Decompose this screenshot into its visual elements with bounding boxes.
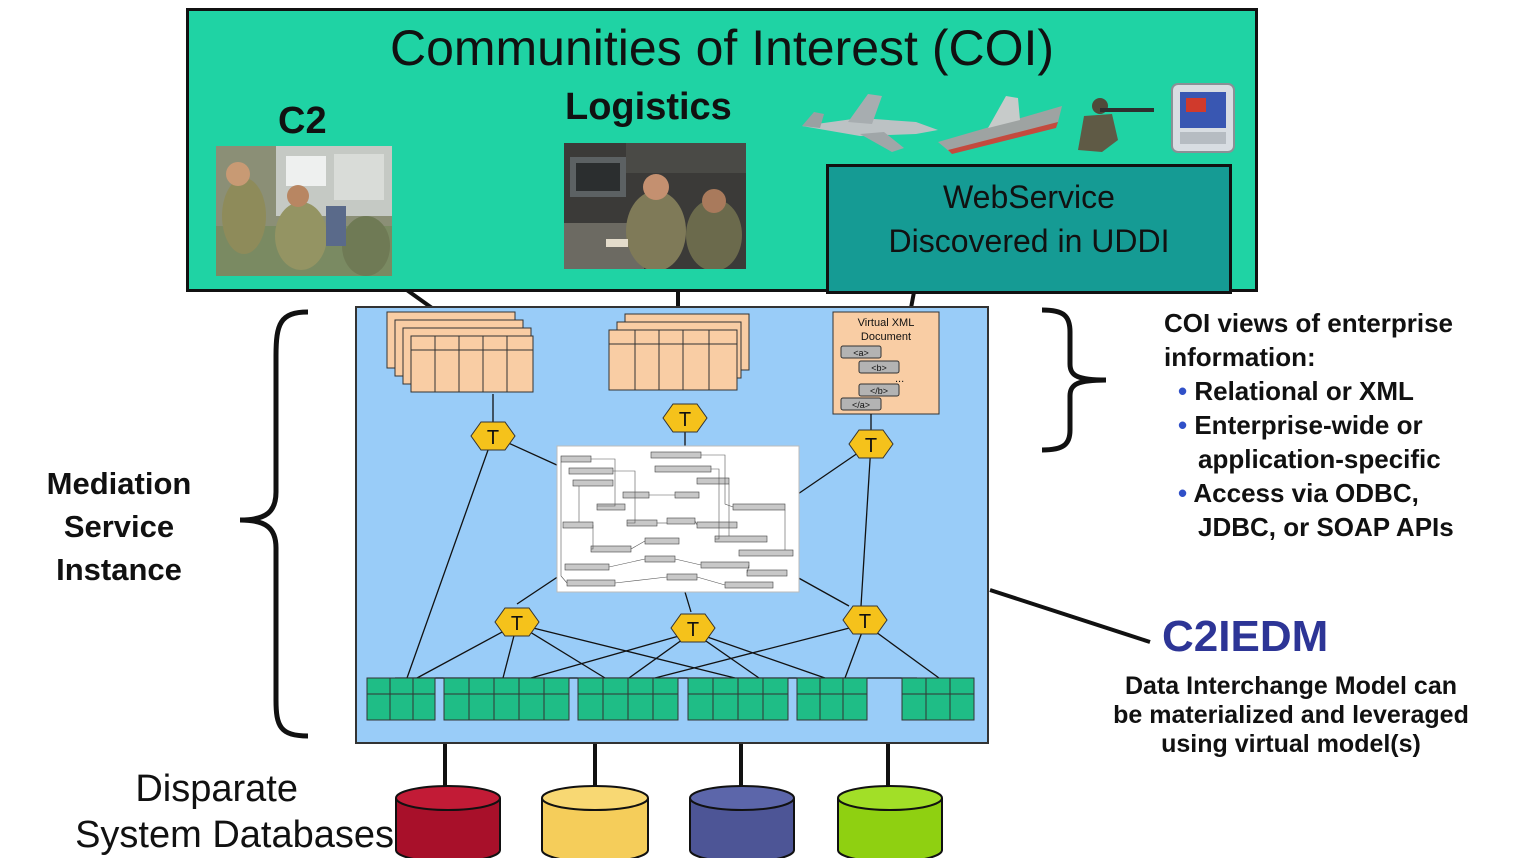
coi-views-bullet-1: • Relational or XML	[1178, 376, 1414, 406]
xml-ellipsis: ...	[895, 373, 904, 385]
database-icon-red	[395, 785, 501, 858]
transform-hexagon-1: T	[470, 421, 516, 451]
asset-images	[802, 83, 1235, 154]
views-brace-icon	[1041, 307, 1107, 453]
mediation-label-line-3: Instance	[56, 552, 182, 587]
c2iedm-desc-line-2: be materialized and leveraged	[1113, 701, 1469, 729]
c2iedm-pointer-line	[989, 588, 1151, 644]
mediation-brace-icon	[239, 309, 309, 739]
svg-text:T: T	[865, 435, 877, 457]
mediation-label-line-2: Service	[63, 509, 175, 544]
mediation-label-line-1: Mediation	[46, 466, 192, 501]
database-icon-yellow	[541, 785, 649, 858]
xml-title-line-1: Virtual XML	[858, 317, 915, 329]
webservice-link-line	[909, 291, 916, 309]
database-cylinders	[395, 785, 943, 858]
database-icon-green	[837, 785, 943, 858]
c2-label: C2	[278, 100, 327, 142]
svg-text:T: T	[679, 409, 691, 431]
databases-label-line-1: Disparate	[135, 768, 298, 810]
relational-view-tables-middle	[608, 313, 750, 391]
c2iedm-description: Data Interchange Model can be materializ…	[1064, 672, 1518, 759]
transform-hexagon-5: T	[670, 613, 716, 643]
xml-title-line-2: Document	[861, 331, 911, 343]
databases-label-line-2: System Databases	[75, 814, 394, 856]
relational-view-tables-left	[386, 311, 534, 393]
bullet-icon: •	[1178, 410, 1188, 440]
db-table-5	[796, 677, 868, 721]
virtual-xml-document: Virtual XML Document <a> <b> ... </b> </…	[832, 311, 940, 415]
db-table-2	[443, 677, 570, 721]
coi-views-bullet-3-cont: JDBC, or SOAP APIs	[1198, 512, 1454, 542]
c2iedm-desc-line-1: Data Interchange Model can	[1124, 672, 1458, 700]
xml-tag-b-open: <b>	[871, 363, 887, 373]
db-table-3	[577, 677, 679, 721]
soldier-icon	[1078, 98, 1154, 152]
logistics-label: Logistics	[565, 86, 732, 128]
fighter-jet-icon	[802, 94, 938, 152]
webservice-line-2: Discovered in UDDI	[888, 223, 1170, 259]
xml-tag-b-close: </b>	[870, 386, 888, 396]
coi-views-bullet-3: • Access via ODBC,	[1178, 478, 1419, 508]
c2iedm-desc-line-3: using virtual model(s)	[1161, 730, 1421, 758]
databases-label: Disparate System Databases	[4, 766, 394, 858]
bullet-icon: •	[1178, 478, 1188, 508]
webservice-line-1: WebService	[943, 179, 1115, 215]
coi-views-description: COI views of enterprise information: • R…	[1132, 306, 1524, 544]
svg-text:T: T	[859, 611, 871, 633]
coi-views-title: COI views of enterprise information:	[1164, 308, 1453, 372]
c2iedm-model-diagram	[556, 445, 800, 593]
webservice-box: WebService Discovered in UDDI	[826, 164, 1232, 294]
transform-hexagon-4: T	[494, 607, 540, 637]
coi-views-bullet-2: • Enterprise-wide or	[1178, 410, 1423, 440]
db-table-1	[366, 677, 436, 721]
logistics-photo	[564, 143, 746, 269]
db-table-4	[687, 677, 789, 721]
database-icon-blue	[689, 785, 795, 858]
c2-photo	[216, 146, 392, 276]
db-table-6	[901, 677, 975, 721]
coi-views-bullet-2-cont: application-specific	[1198, 444, 1441, 474]
coi-title: Communities of Interest (COI)	[389, 20, 1055, 76]
svg-text:T: T	[511, 613, 523, 635]
svg-text:T: T	[487, 427, 499, 449]
transform-hexagon-2: T	[662, 403, 708, 433]
transform-hexagon-6: T	[842, 605, 888, 635]
c2iedm-title: C2IEDM	[1162, 612, 1329, 661]
transform-hexagon-3: T	[848, 429, 894, 459]
xml-tag-a-open: <a>	[853, 348, 869, 358]
svg-text:T: T	[687, 619, 699, 641]
xml-tag-a-close: </a>	[852, 400, 870, 410]
mediation-diagram: Virtual XML Document <a> <b> ... </b> </…	[366, 311, 975, 721]
mediation-label: Mediation Service Instance	[14, 462, 224, 591]
warship-icon	[938, 96, 1062, 154]
physical-tables	[366, 677, 975, 721]
pda-icon	[1171, 83, 1235, 153]
bullet-icon: •	[1178, 376, 1188, 406]
